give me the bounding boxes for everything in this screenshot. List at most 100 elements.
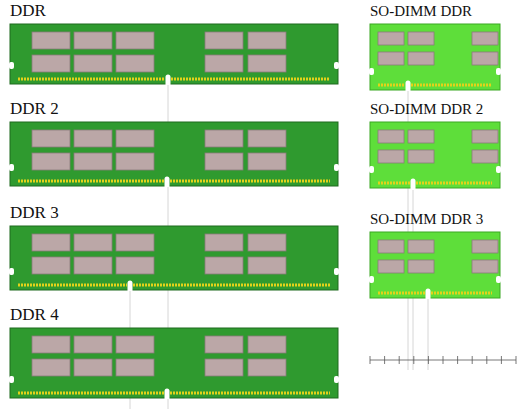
key-notch [128,281,133,292]
memory-chip [248,257,286,274]
module-label: SO-DIMM DDR [370,3,472,20]
module-node: DDR 3 [10,204,338,290]
memory-chip [408,52,434,65]
ruler-tick [413,356,414,364]
memory-chip [32,359,70,376]
module-node: SO-DIMM DDR 3 [370,210,500,298]
memory-chip [205,359,243,376]
memory-module [369,122,501,189]
memory-chip [472,260,498,273]
module-board [10,226,338,290]
memory-chip [74,234,112,251]
ruler-tick [443,356,444,364]
module-board [370,232,500,298]
memory-chip [378,130,404,143]
gold-contacts [378,84,405,87]
side-notch [9,268,14,275]
memory-chip [205,234,243,251]
ruler-tick [457,356,458,364]
side-notch [9,376,14,383]
module-label: DDR 4 [10,306,59,325]
memory-chip [32,32,70,49]
side-notch [369,276,374,283]
memory-chip [32,153,70,170]
memory-chip [472,52,498,65]
gold-contacts [18,392,164,395]
memory-chip [32,130,70,147]
module-node: SO-DIMM DDR 2 [370,100,500,188]
memory-chip [205,153,243,170]
memory-chip [74,359,112,376]
gold-contacts [18,78,165,81]
memory-chip [116,336,154,353]
memory-chip [74,257,112,274]
memory-chip [472,32,498,45]
gold-contacts [133,284,330,287]
memory-module [9,226,339,291]
module-label: DDR [10,2,46,21]
memory-module [9,24,339,85]
memory-chip [248,130,286,147]
memory-chip [408,150,434,163]
ruler-tick [472,356,473,364]
memory-chip [116,55,154,72]
side-notch [334,164,339,171]
memory-chip [116,359,154,376]
memory-chip [408,260,434,273]
key-notch [165,389,170,399]
memory-chip [248,234,286,251]
ruler-tick [384,356,385,364]
module-node: DDR 4 [10,306,338,398]
memory-chip [472,130,498,143]
module-board [10,328,338,398]
memory-chip [248,359,286,376]
ruler-tick [399,356,400,364]
memory-chip [408,32,434,45]
gold-contacts [416,182,492,185]
memory-chip [116,32,154,49]
memory-chip [74,55,112,72]
memory-chip [378,32,404,45]
gold-contacts [171,78,330,81]
side-notch [9,62,14,69]
ruler-tick [428,356,429,364]
gold-contacts [431,292,492,295]
gold-contacts [378,292,425,295]
gold-contacts [18,284,127,287]
module-node: DDR [10,2,338,84]
memory-chip [116,234,154,251]
gold-contacts [378,182,410,185]
memory-module [369,24,501,91]
key-notch [165,177,170,188]
ruler-tick [516,356,517,364]
memory-chip [205,32,243,49]
memory-chip [116,153,154,170]
ruler-tick [486,356,487,364]
side-notch [334,376,339,383]
key-notch [406,81,411,92]
gold-contacts [411,84,492,87]
memory-chip [378,52,404,65]
gold-contacts [170,180,330,183]
module-node: DDR 2 [10,100,338,186]
memory-chip [74,32,112,49]
ruler-tick [501,356,502,364]
scale-ruler [370,356,516,364]
memory-chip [408,130,434,143]
memory-chip [378,260,404,273]
memory-chip [116,130,154,147]
module-board [370,122,500,188]
memory-chip [248,153,286,170]
memory-chip [205,257,243,274]
module-label: DDR 2 [10,100,59,119]
memory-chip [32,234,70,251]
side-notch [9,164,14,171]
key-notch [166,75,171,86]
memory-chip [74,153,112,170]
memory-chip [32,336,70,353]
memory-chip [248,55,286,72]
module-board [10,24,338,84]
module-label: DDR 3 [10,204,59,223]
